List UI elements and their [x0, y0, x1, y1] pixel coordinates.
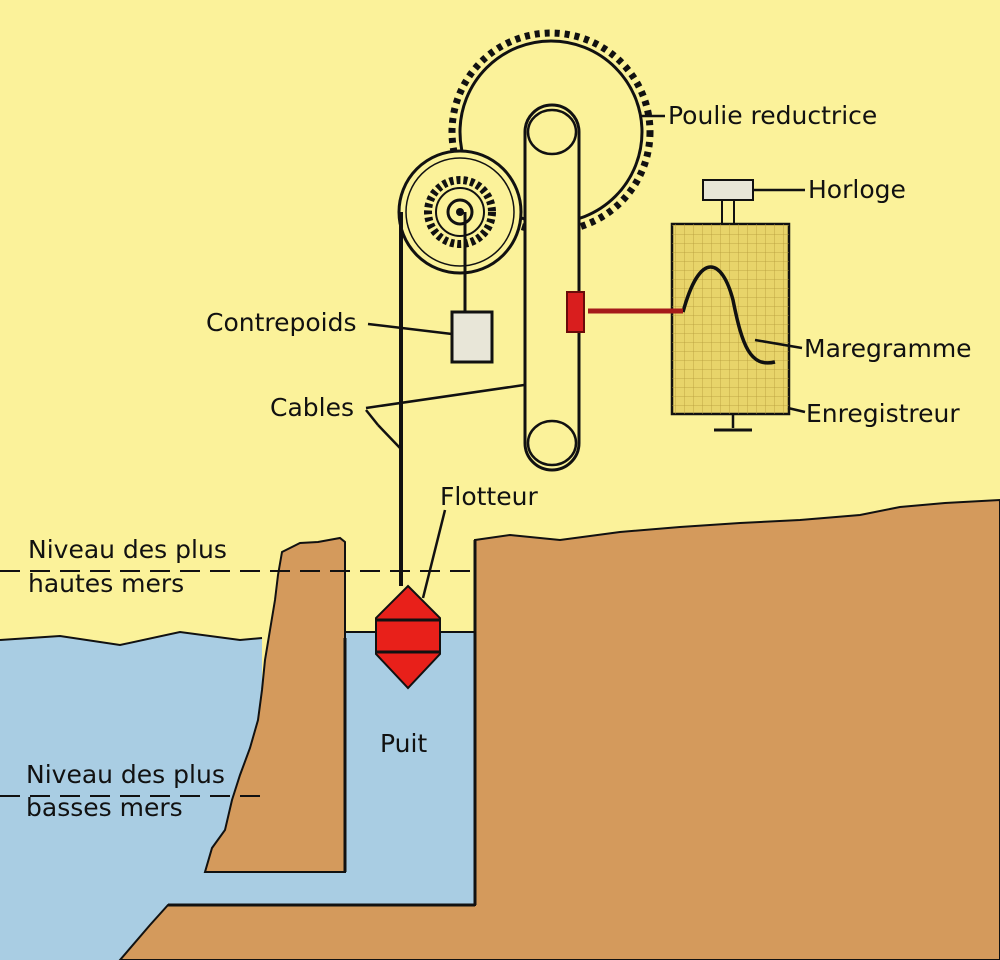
well-walls [168, 540, 477, 907]
coast-ground [118, 498, 1000, 960]
sea-wall [203, 536, 346, 873]
leader-flotteur [421, 509, 447, 599]
label-poulie-reductrice: Poulie reductrice [668, 101, 877, 130]
label-puit: Puit [380, 729, 427, 758]
leader-cables-c [377, 424, 401, 449]
sea-surface [0, 630, 263, 647]
label-horloge: Horloge [808, 175, 906, 204]
leader-enregistreur [787, 406, 806, 414]
belt-loop [523, 103, 581, 472]
label-hautes-mers-line1: Niveau des plus [28, 535, 227, 564]
leader-contrepoids [367, 322, 453, 336]
label-flotteur: Flotteur [440, 482, 538, 511]
float [375, 584, 441, 690]
well-water-lower [230, 870, 475, 905]
label-hautes-mers-line2: hautes mers [28, 569, 184, 598]
label-basses-mers-line2: basses mers [26, 793, 183, 822]
small-pulley [397, 149, 523, 275]
label-basses-mers-line1: Niveau des plus [26, 760, 225, 789]
label-enregistreur: Enregistreur [806, 399, 960, 428]
label-maregramme: Maregramme [804, 334, 972, 363]
label-cables: Cables [270, 393, 354, 422]
leader-cables-b [365, 409, 379, 426]
leader-cables-a [365, 383, 525, 410]
label-contrepoids: Contrepoids [206, 308, 357, 337]
pen-clamp [566, 291, 585, 333]
leader-maregramme [754, 338, 803, 350]
counterweight [450, 310, 494, 364]
recorder [670, 179, 791, 432]
